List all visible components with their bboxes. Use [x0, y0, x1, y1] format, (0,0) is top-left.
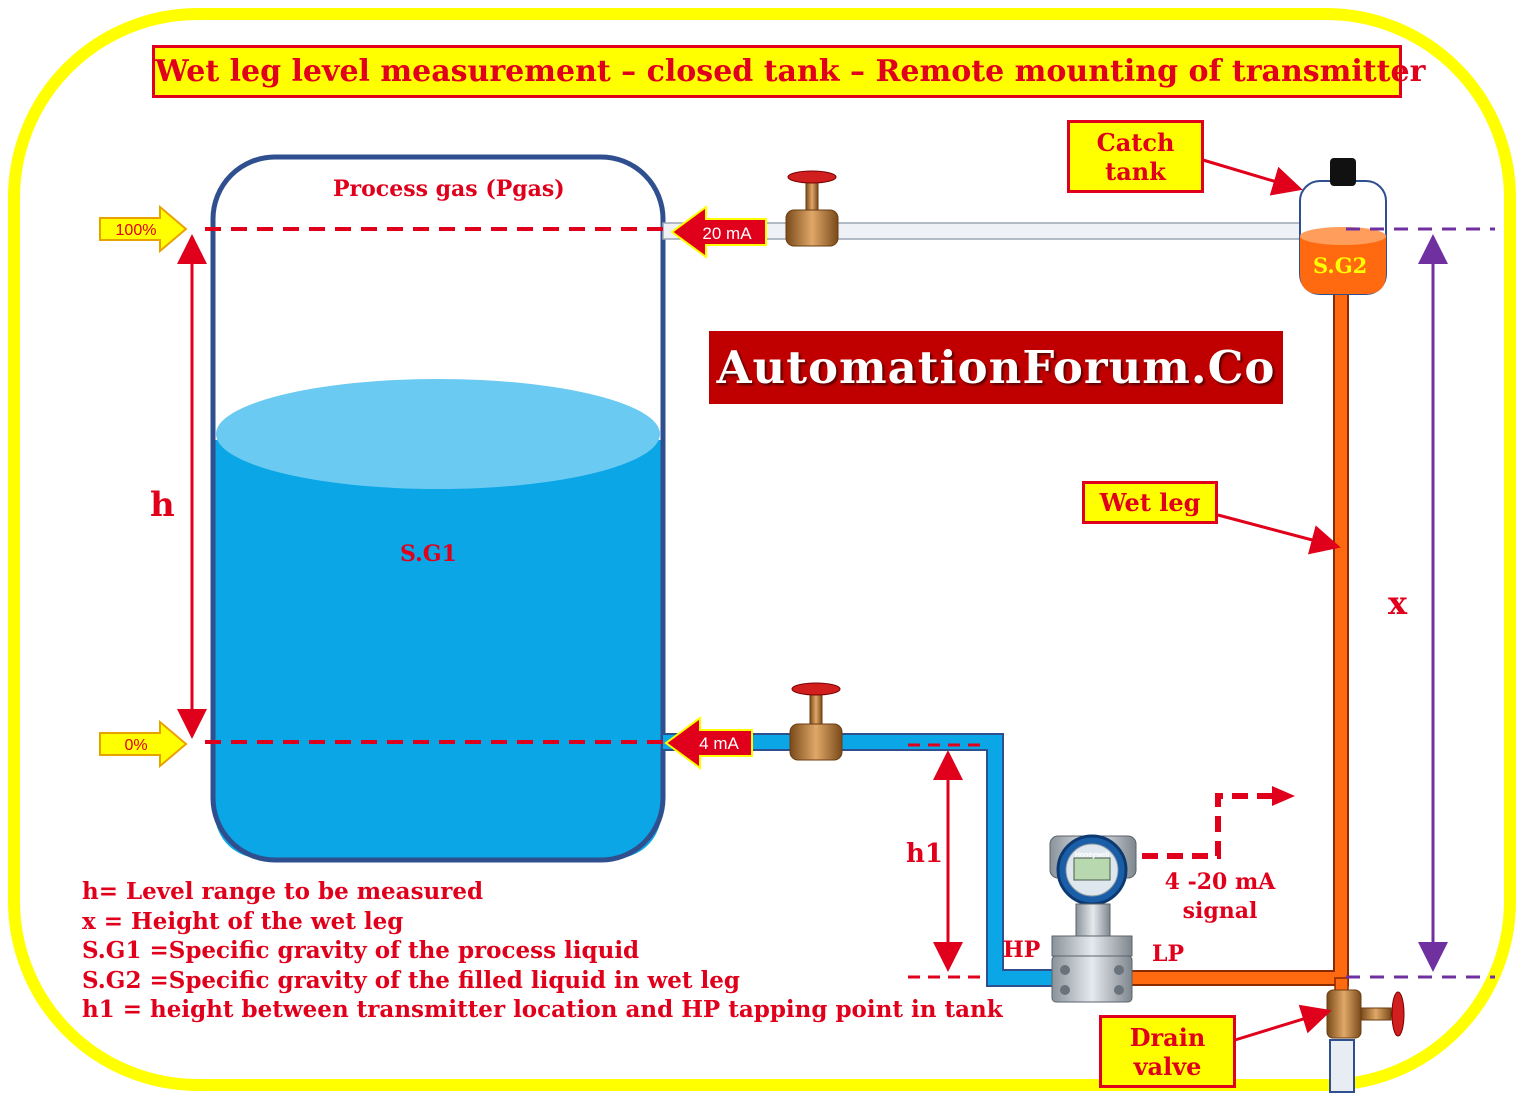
hp-upper-valve [785, 170, 839, 247]
drain-valve-pointer [1234, 1004, 1332, 1042]
legend-item: S.G2 =Specific gravity of the filled liq… [82, 966, 740, 994]
hp-lower-valve [789, 682, 843, 761]
process-liquid [213, 440, 663, 860]
legend-item: x = Height of the wet leg [82, 907, 404, 935]
dp-transmitter: Honeywell [1049, 834, 1137, 1003]
signal-20ma-label: 20 mA [702, 224, 752, 243]
drain-valve-callout: Drain valve [1099, 1015, 1236, 1088]
catch-tank-cap [1330, 158, 1356, 186]
signal-20ma-arrow [670, 205, 767, 259]
catch-tank-callout: Catch tank [1067, 120, 1204, 193]
wet-leg-callout: Wet leg [1082, 481, 1218, 524]
brand-banner: AutomationForum.Co [709, 331, 1283, 404]
diagram-title: Wet leg level measurement – closed tank … [152, 45, 1425, 98]
signal-4ma-arrow [664, 716, 753, 770]
h1-label: h1 [906, 839, 943, 869]
output-signal-arrowhead [1272, 786, 1295, 806]
level-0-label: 0% [124, 737, 147, 754]
drain-pipe [1329, 1039, 1355, 1093]
legend-item: h1 = height between transmitter location… [82, 996, 1003, 1024]
catch-tank-pointer [1202, 158, 1303, 196]
lp-label: LP [1152, 941, 1185, 967]
process-tank [210, 154, 666, 863]
h-label: h [150, 485, 175, 525]
svg-text:Honeywell: Honeywell [1075, 852, 1110, 859]
level-100-marker [99, 204, 188, 254]
sg1-label: S.G1 [400, 541, 457, 567]
hp-label: HP [1003, 937, 1041, 963]
level-100-label: 100% [116, 222, 157, 239]
liquid-surface [216, 379, 660, 489]
drain-valve [1326, 989, 1405, 1093]
process-gas-label: Process gas (Pgas) [333, 176, 565, 202]
legend-item: S.G1 =Specific gravity of the process li… [82, 937, 640, 965]
signal-4ma-label: 4 mA [699, 734, 739, 753]
output-signal-path [1142, 793, 1275, 859]
wet-leg-pointer [1217, 513, 1341, 555]
level-0-marker [99, 719, 188, 769]
output-signal-label: 4 -20 mA signal [1164, 869, 1276, 924]
sg2-label: S.G2 [1313, 253, 1368, 278]
tank-outline [210, 154, 666, 863]
x-label: x [1388, 584, 1408, 622]
catch-tank [1299, 158, 1387, 295]
legend-item: h= Level range to be measured [82, 878, 484, 905]
legend: h= Level range to be measured x = Height… [82, 877, 1003, 1025]
